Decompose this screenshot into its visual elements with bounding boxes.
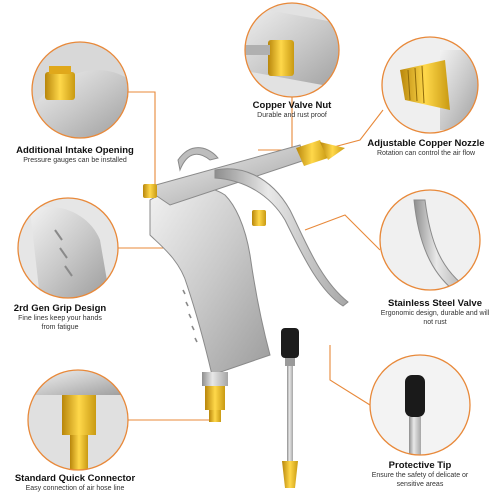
extension-rod <box>281 328 299 488</box>
callout-subtitle: Fine lines keep your hands from fatigue <box>18 315 102 331</box>
protective-tip-closeup <box>369 354 471 456</box>
callout-valve: Stainless Steel Valve Ergonomic design, … <box>380 298 490 327</box>
copper-valve-nut-closeup <box>244 2 340 98</box>
callout-subtitle: Durable and rust proof <box>257 112 327 119</box>
callout-title: Additional Intake Opening <box>16 145 134 156</box>
quick-connector-closeup <box>27 369 129 471</box>
grip-closeup <box>17 197 119 299</box>
callout-subtitle: Pressure gauges can be installed <box>23 157 127 164</box>
callout-valve-nut: Copper Valve Nut Durable and rust proof <box>232 100 352 120</box>
callout-intake: Additional Intake Opening Pressure gauge… <box>0 145 150 165</box>
callout-subtitle: Ergonomic design, durable and will not r… <box>380 310 490 326</box>
callout-subtitle: Rotation can control the air flow <box>376 150 476 157</box>
callout-tip: Protective Tip Ensure the safety of deli… <box>370 460 470 489</box>
callout-title: Copper Valve Nut <box>252 100 332 111</box>
copper-nozzle-closeup <box>381 36 479 134</box>
callout-title: Stainless Steel Valve <box>387 298 482 309</box>
callout-nozzle: Adjustable Copper Nozzle Rotation can co… <box>362 138 490 158</box>
callout-grip: 2rd Gen Grip Design Fine lines keep your… <box>0 303 120 332</box>
intake-opening-closeup <box>31 41 129 139</box>
callout-subtitle: Ensure the safety of delicate or sensiti… <box>371 472 469 488</box>
steel-valve-closeup <box>379 189 481 291</box>
callout-title: 2rd Gen Grip Design <box>13 303 107 314</box>
callout-title: Protective Tip <box>388 460 452 471</box>
callout-title: Standard Quick Connector <box>14 473 136 484</box>
air-blow-gun <box>143 140 349 422</box>
callout-connector: Standard Quick Connector Easy connection… <box>0 473 150 493</box>
callout-title: Adjustable Copper Nozzle <box>367 138 485 149</box>
callout-subtitle: Easy connection of air hose line <box>25 485 125 492</box>
